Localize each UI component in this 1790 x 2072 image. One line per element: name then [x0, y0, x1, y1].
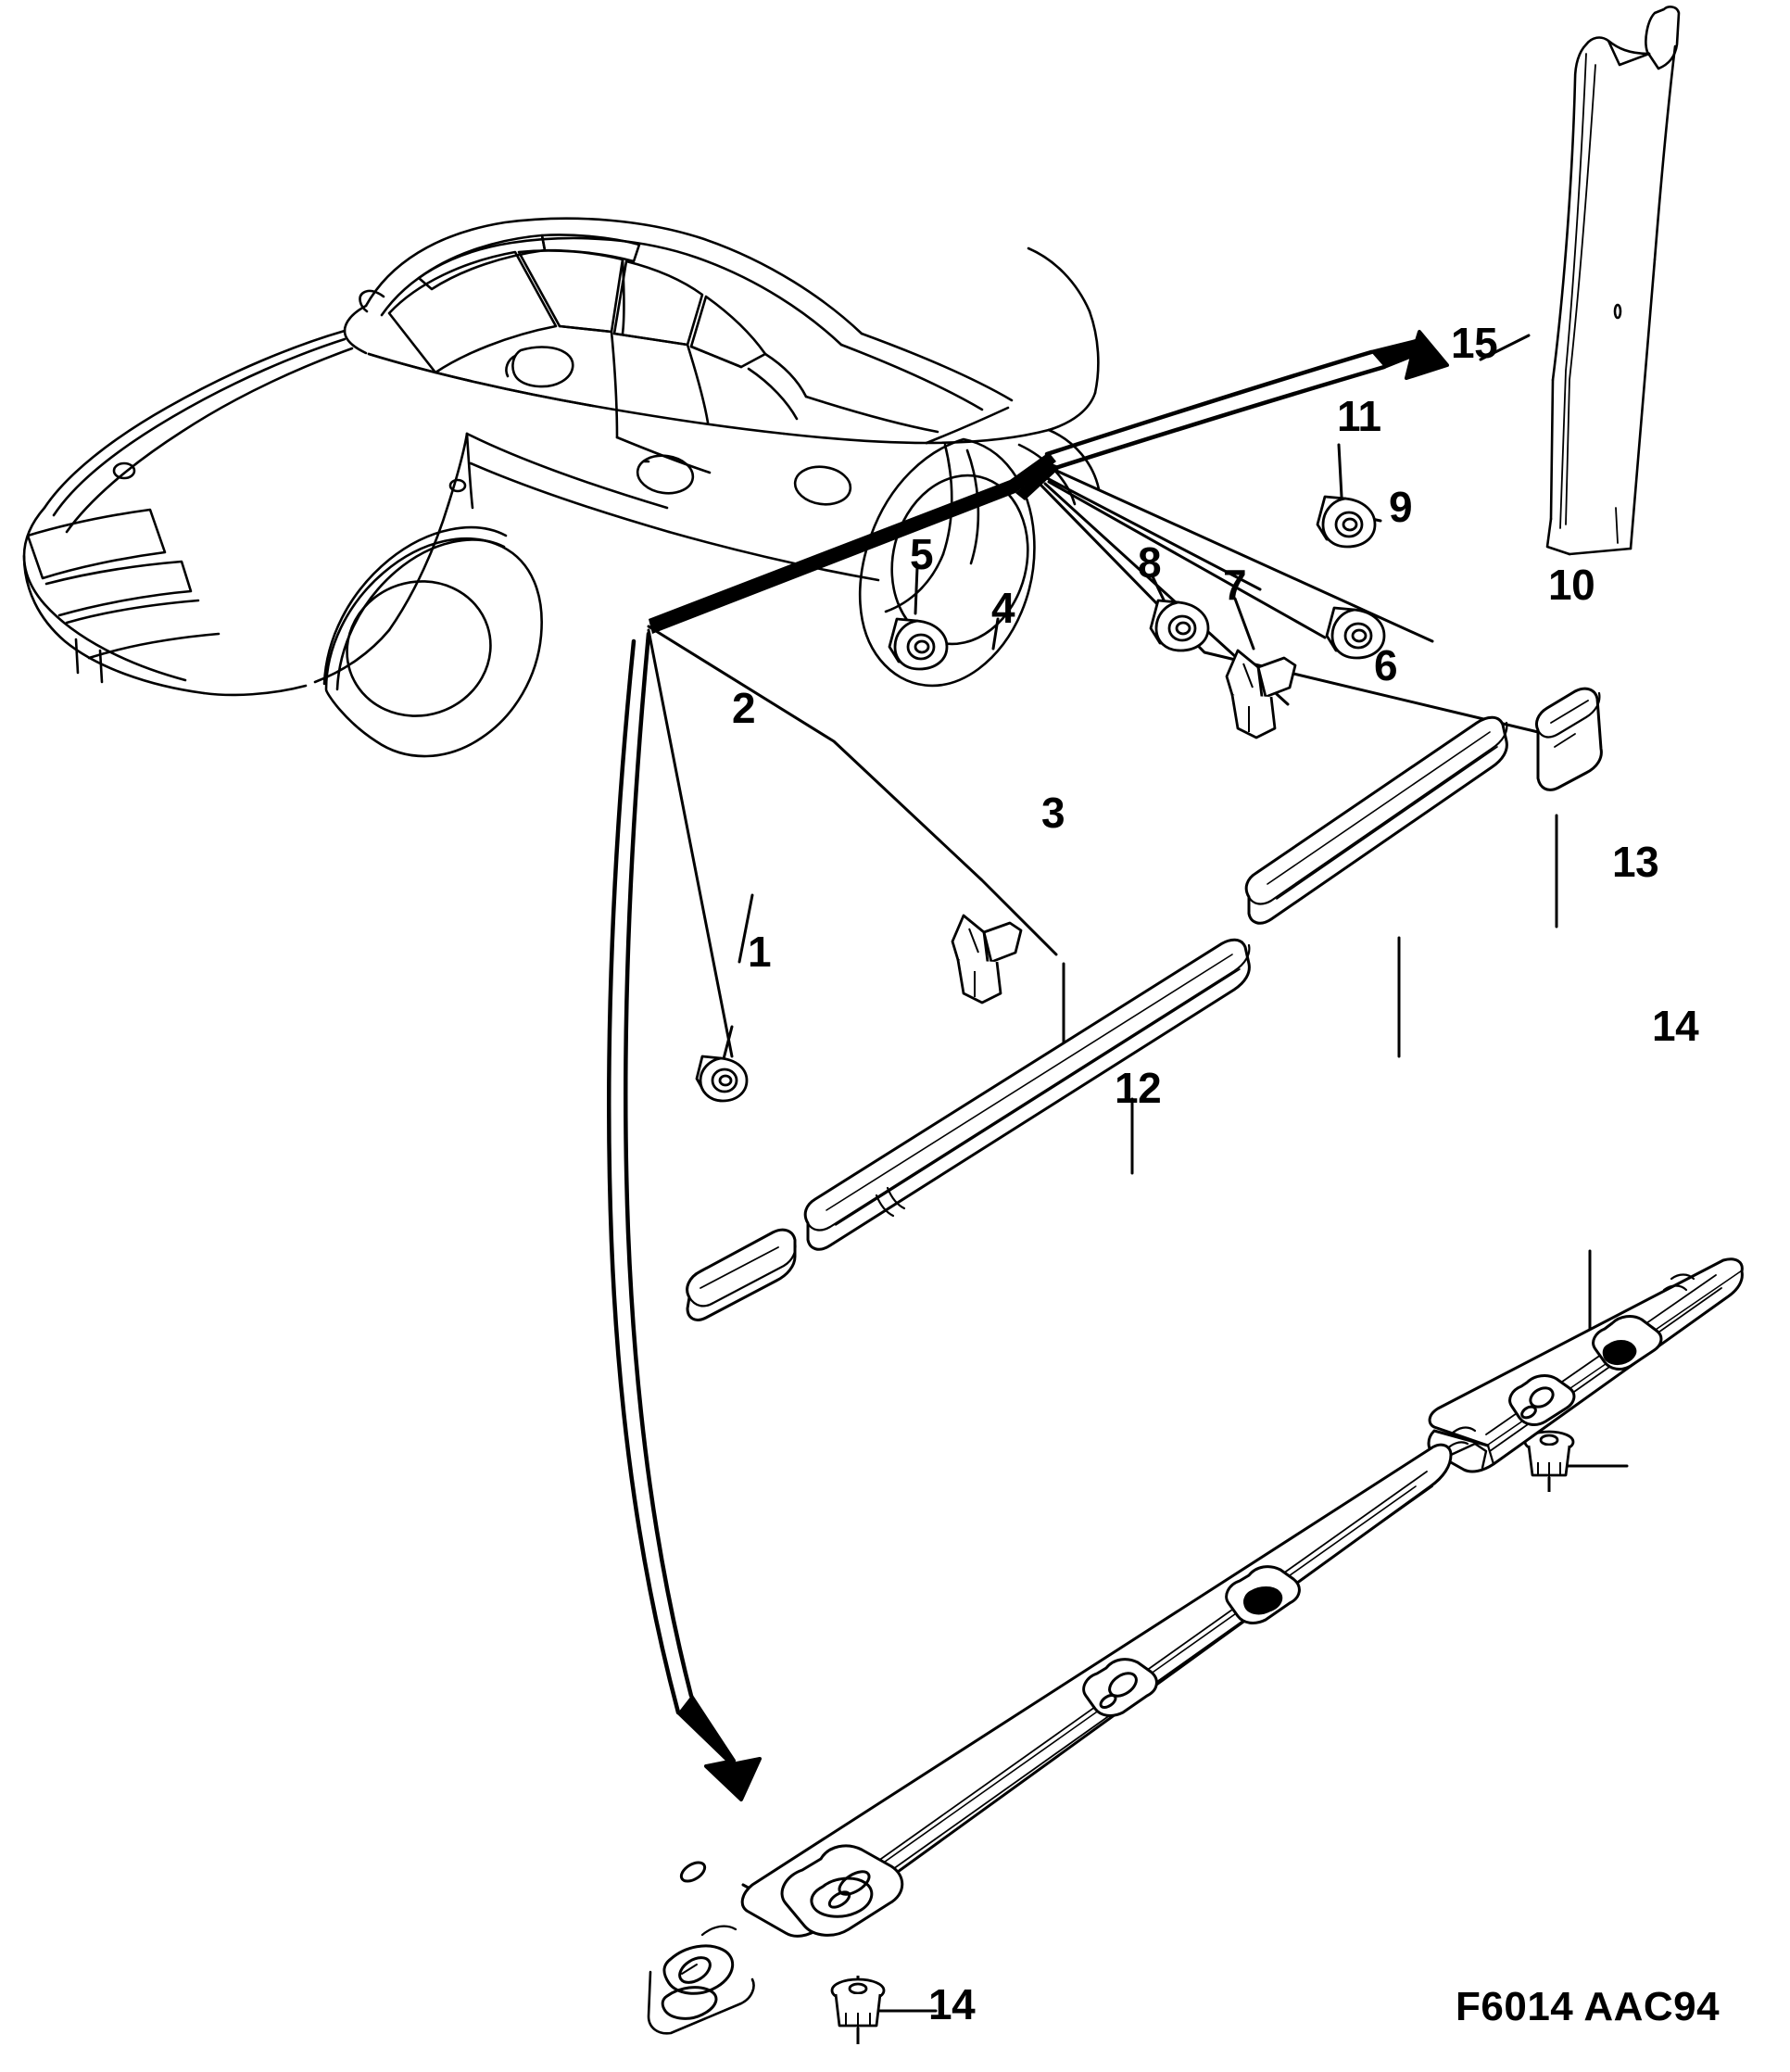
callout-6[interactable]: 6 [1374, 641, 1398, 689]
callout-12[interactable]: 12 [1115, 1064, 1162, 1112]
vehicle-illustration [22, 217, 1101, 758]
leader-to-5-4 [647, 625, 1058, 956]
fitted-body-side-moulding [649, 452, 1061, 634]
leader-to-8 [1045, 476, 1262, 591]
grommet-clip-11 [1316, 495, 1377, 549]
retainer-clip-7 [1225, 649, 1297, 739]
leader-to-2 [647, 628, 734, 1058]
sill-trim-panel-13 [1427, 1257, 1744, 1473]
push-pin-14-lower [830, 1976, 886, 2044]
moulding-strip-3 [803, 938, 1251, 1251]
callout-10[interactable]: 10 [1548, 561, 1595, 609]
tick-4 [991, 617, 1000, 651]
tick-7 [1233, 597, 1255, 651]
callout-15[interactable]: 15 [1451, 319, 1498, 367]
leader-to-9 [1047, 480, 1327, 639]
callout-13[interactable]: 13 [1612, 838, 1659, 886]
guide-arrow-left [607, 631, 694, 1715]
guide-arrow-upper-head [1369, 330, 1449, 380]
b-pillar-trim-part [1545, 6, 1681, 556]
callout-5[interactable]: 5 [910, 530, 934, 578]
grommet-clip-5 [888, 617, 949, 671]
guide-arrow-left-head [676, 1694, 762, 1801]
moulding-strip-6 [1244, 715, 1508, 925]
retainer-clip-4 [951, 914, 1023, 1004]
grommet-clip-9 [1325, 606, 1386, 660]
callout-1[interactable]: 1 [748, 928, 772, 976]
tick-1 [737, 893, 754, 964]
callout-14-upper[interactable]: 14 [1652, 1002, 1699, 1050]
callout-3[interactable]: 3 [1041, 789, 1065, 837]
tick-11 [1337, 443, 1343, 499]
callout-14-lower[interactable]: 14 [928, 1980, 976, 2028]
tick-15 [1479, 334, 1531, 361]
leader-to-10 [1040, 484, 1540, 734]
sill-trim-panel-12 [647, 1442, 1488, 2035]
tick-5 [914, 565, 919, 615]
grommet-clip-2 [695, 1055, 749, 1103]
callout-11[interactable]: 11 [1337, 392, 1381, 440]
guide-arrow-upper [1044, 349, 1387, 472]
push-pin-14-upper [1523, 1430, 1575, 1492]
end-cap-1 [686, 1228, 797, 1321]
callout-8[interactable]: 8 [1138, 538, 1162, 587]
grommet-clip-8 [1149, 599, 1210, 652]
end-cap-10 [1534, 687, 1603, 791]
callout-4[interactable]: 4 [991, 584, 1015, 632]
diagram-reference-code: F6014 AAC94 [1456, 1984, 1721, 2029]
callout-9[interactable]: 9 [1389, 483, 1413, 531]
callout-7[interactable]: 7 [1223, 561, 1247, 609]
callout-2[interactable]: 2 [732, 684, 756, 732]
